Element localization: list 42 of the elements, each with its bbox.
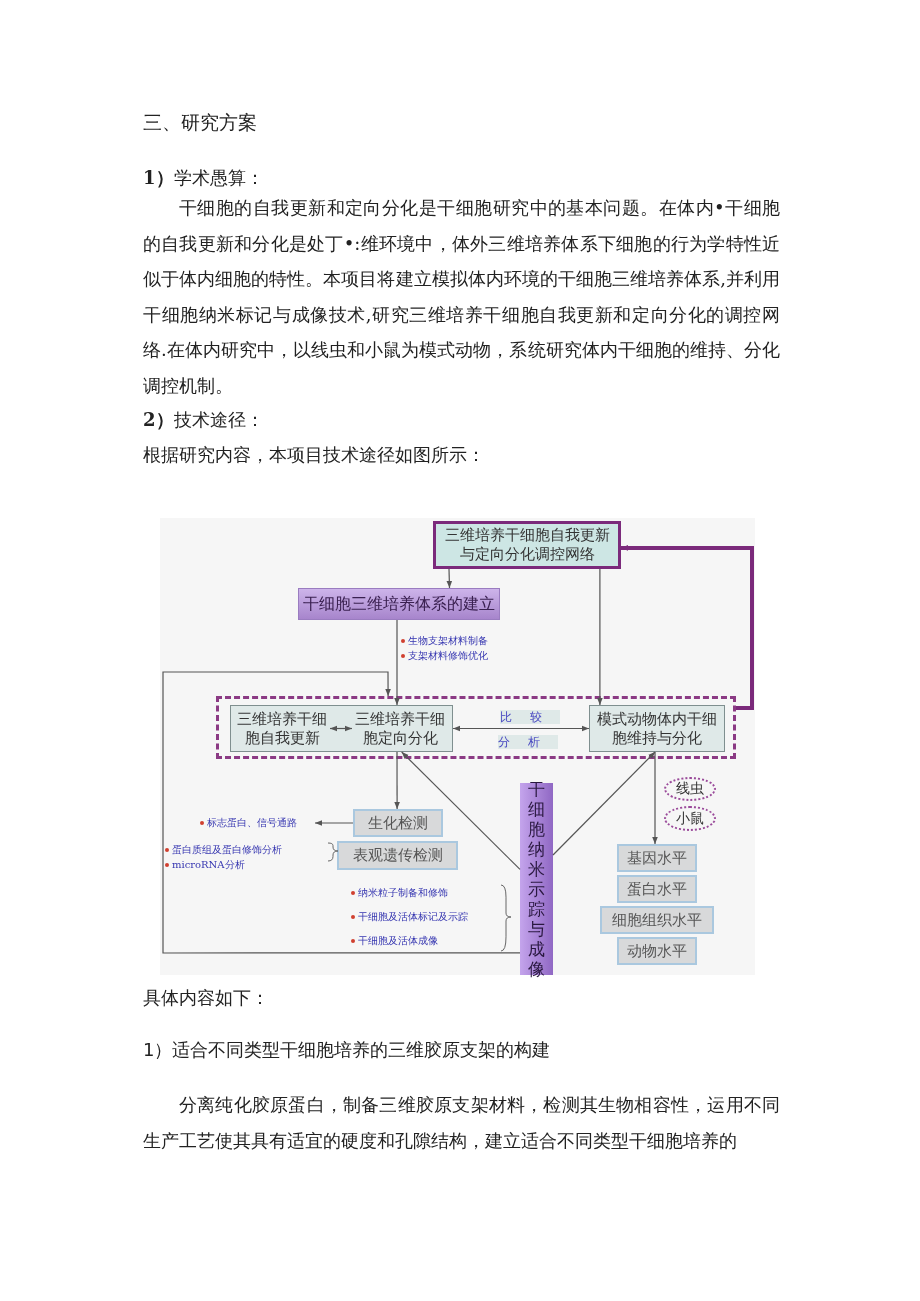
- arrow: [552, 751, 656, 856]
- bullet-text: 干细胞及活体成像: [358, 934, 438, 948]
- process-box: 生化检测: [353, 809, 443, 837]
- arrow: [329, 725, 353, 732]
- section-heading: 三、研究方案: [143, 110, 257, 135]
- arrow: [652, 751, 658, 845]
- bullet-text: microRNA分析: [172, 858, 245, 872]
- body-text: 根据研究内容，本项目技术途径如图所示：: [143, 443, 485, 467]
- process-text: 三维培养干细胞自我更新: [234, 708, 330, 749]
- arrow: [452, 725, 590, 732]
- arrow: [446, 568, 453, 589]
- process-box: 模式动物体内干细胞维持与分化: [589, 705, 725, 752]
- process-box: 表观遗传检测: [337, 841, 458, 870]
- arrow: [162, 671, 521, 954]
- process-box: [230, 705, 453, 752]
- process-text: 三维培养干细胞定向分化: [352, 708, 448, 749]
- heading-text: 1）适合不同类型干细胞培养的三维胶原支架的构建: [143, 1038, 551, 1062]
- note-text: 分析: [498, 735, 558, 749]
- bullet-text: 纳米粒子制备和修饰: [358, 886, 448, 900]
- arrow: [394, 619, 400, 706]
- heading-text: 1）学术愚算：: [143, 166, 264, 190]
- arrow: [597, 568, 603, 706]
- bullet-text: 干细胞及活体标记及示踪: [358, 910, 468, 924]
- paragraph: 干细胞的自我更新和定向分化是干细胞研究中的基本问题。在体内•干细胞的自我更新和分化是处丁•:维环境中，体外三维培养体系下细胞的行为学特性近似于体内细胞的特性。本项目将建立模拟体内环境的干细胞三维培养体系,并利用干细胞纳米标记与成像技术,研究三维培养干细胞自我更新和定向分化的调控网络.在体内研究中，以线虫和小鼠为模式动物，系统研究体内干细胞的维持、分化调控机制。: [143, 196, 780, 398]
- process-box: 干细胞三维培养体系的建立: [298, 588, 500, 620]
- process-box: 细胞组织水平: [600, 906, 714, 934]
- process-box: 基因水平: [617, 844, 697, 872]
- bullet-text: 蛋白质组及蛋白修饰分析: [172, 843, 282, 857]
- process-box: 蛋白水平: [617, 875, 697, 903]
- process-box: 动物水平: [617, 937, 697, 965]
- bullet-text: 标志蛋白、信号通路: [207, 815, 315, 831]
- dashed-group-box: [216, 696, 736, 759]
- body-text: 具体内容如下：: [143, 986, 269, 1010]
- bullet-text: 支架材料修饰优化: [408, 649, 488, 663]
- bullet-text: 生物支架材料制备: [408, 634, 488, 648]
- paragraph: 分离纯化胶原蛋白，制备三维胶原支架材料，检测其生物相容性，运用不同生产工艺使其具有适宜的硬度和孔隙结构，建立适合不同类型干细胞培养的: [143, 1093, 780, 1153]
- network-box: 三维培养干细胞自我更新与定向分化调控网络: [433, 521, 621, 569]
- arrow: [621, 545, 754, 710]
- heading-text: 2）技术途径：: [143, 408, 264, 432]
- arrow: [314, 820, 354, 826]
- arrow: [394, 751, 400, 810]
- arrow: [401, 751, 521, 870]
